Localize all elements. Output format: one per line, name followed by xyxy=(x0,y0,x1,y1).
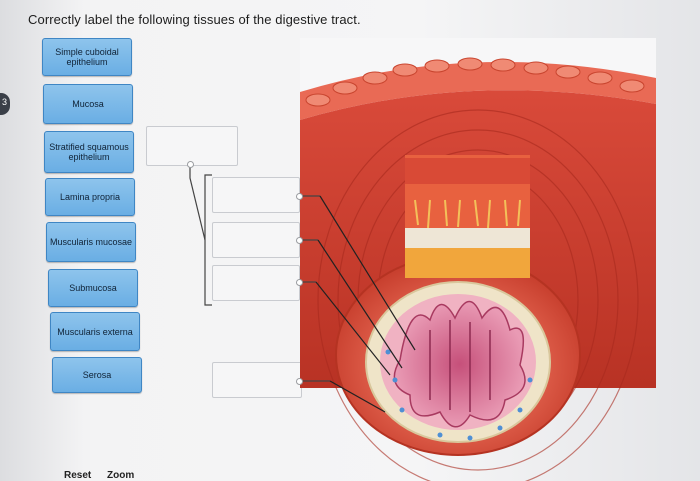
reset-button[interactable]: Reset xyxy=(64,470,92,481)
drop-target-5[interactable] xyxy=(212,362,302,398)
serosa-cells xyxy=(305,57,645,107)
zoom-button[interactable]: Zoom xyxy=(107,470,135,481)
label-stratified-squamous-epithelium[interactable]: Stratified squamous epithelium xyxy=(44,131,134,173)
leader-line-1 xyxy=(189,165,206,241)
label-submucosa[interactable]: Submucosa xyxy=(48,269,138,307)
mucosal-folds xyxy=(393,300,526,428)
connector-dot-3 xyxy=(296,237,303,244)
mucosa-bracket xyxy=(204,174,212,306)
drop-target-4[interactable] xyxy=(212,265,300,301)
leader-line-5 xyxy=(329,380,386,413)
drop-target-3[interactable] xyxy=(212,222,300,258)
connector-dot-4 xyxy=(296,279,303,286)
label-lamina-propria[interactable]: Lamina propria xyxy=(45,178,135,216)
muscularis-layer xyxy=(405,248,530,278)
leader-line-3 xyxy=(317,239,403,369)
connector-dot-1 xyxy=(187,161,194,168)
submucosa-layer xyxy=(405,228,530,248)
drop-target-2[interactable] xyxy=(212,177,300,213)
leader-line-2 xyxy=(319,195,416,351)
label-serosa[interactable]: Serosa xyxy=(52,357,142,393)
drop-target-1[interactable] xyxy=(146,126,238,166)
leader-line-4 xyxy=(315,281,391,376)
label-mucosa[interactable]: Mucosa xyxy=(43,84,133,124)
connector-dot-5 xyxy=(296,378,303,385)
blood-vessel-dots xyxy=(385,349,533,441)
label-muscularis-mucosae[interactable]: Muscularis mucosae xyxy=(46,222,136,262)
label-simple-cuboidal-epithelium[interactable]: Simple cuboidal epithelium xyxy=(42,38,132,76)
label-muscularis-externa[interactable]: Muscularis externa xyxy=(50,312,140,351)
instruction-text: Correctly label the following tissues of… xyxy=(28,12,361,27)
tube-muscle-band xyxy=(405,158,530,184)
connector-dot-2 xyxy=(296,193,303,200)
tube-glands xyxy=(414,199,521,229)
villi-lines xyxy=(429,320,491,412)
side-tab[interactable]: 3 xyxy=(0,93,10,115)
